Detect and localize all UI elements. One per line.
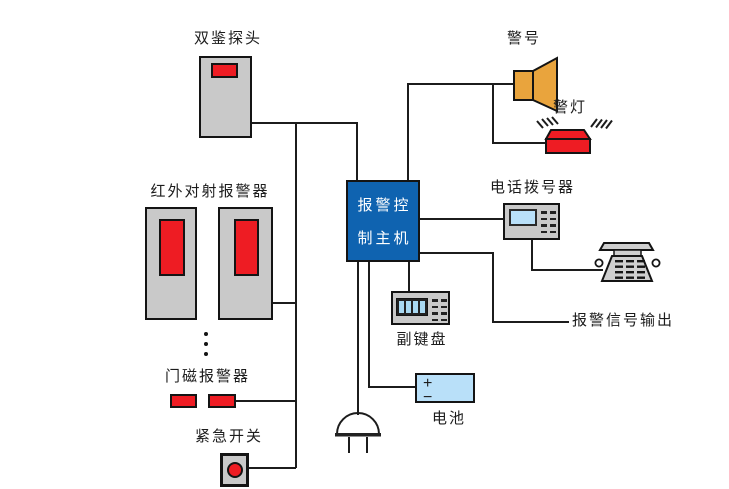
label-dual-detector: 双鉴探头 — [193, 30, 262, 47]
wire-dual-detector-to-host — [252, 122, 358, 180]
dual-detector-led — [211, 63, 238, 78]
infrared-led-1 — [159, 219, 185, 276]
battery-minus-terminal: − — [423, 389, 433, 406]
telephone-icon — [594, 242, 661, 282]
label-phone-dialer: 电话拨号器 — [489, 179, 575, 196]
phone-dialer-keys — [541, 211, 556, 233]
infrared-led-2 — [234, 219, 259, 276]
label-siren: 警号 — [506, 30, 541, 47]
wire-host-to-battery — [368, 262, 415, 388]
label-battery: 电池 — [431, 410, 466, 427]
label-door-magnet-alarm: 门磁报警器 — [164, 368, 250, 385]
control-host-text-line1: 报警控 — [357, 197, 412, 214]
flashing-lamp-icon — [536, 116, 613, 154]
control-host-text-line2: 制主机 — [357, 230, 412, 247]
door-magnet-2 — [208, 394, 236, 408]
sub-keypad-display — [396, 298, 428, 316]
sub-keypad-keys — [432, 299, 447, 321]
wire-dialer-to-telephone — [531, 240, 603, 271]
vertical-ellipsis-icon — [204, 332, 208, 356]
wire-host-to-siren — [407, 83, 514, 180]
emergency-switch-box — [220, 453, 249, 487]
control-host-box: 报警控 制主机 — [346, 180, 420, 262]
battery-box — [415, 373, 475, 403]
battery-plus-terminal: + — [423, 375, 433, 392]
phone-dialer-screen — [509, 209, 537, 226]
label-infrared-beam-alarm: 红外对射报警器 — [150, 183, 270, 200]
label-emergency-switch: 紧急开关 — [194, 428, 263, 445]
label-alarm-signal-output: 报警信号输出 — [572, 312, 675, 329]
power-plug-icon — [335, 412, 381, 453]
emergency-switch-button — [226, 462, 243, 478]
wire-host-to-signal-output — [420, 252, 569, 323]
wire-branch-to-warning-light — [492, 84, 546, 144]
label-sub-keypad: 副键盘 — [396, 331, 448, 348]
label-warning-light: 警灯 — [552, 99, 587, 116]
door-magnet-1 — [170, 394, 197, 408]
siren-icon — [513, 56, 558, 113]
